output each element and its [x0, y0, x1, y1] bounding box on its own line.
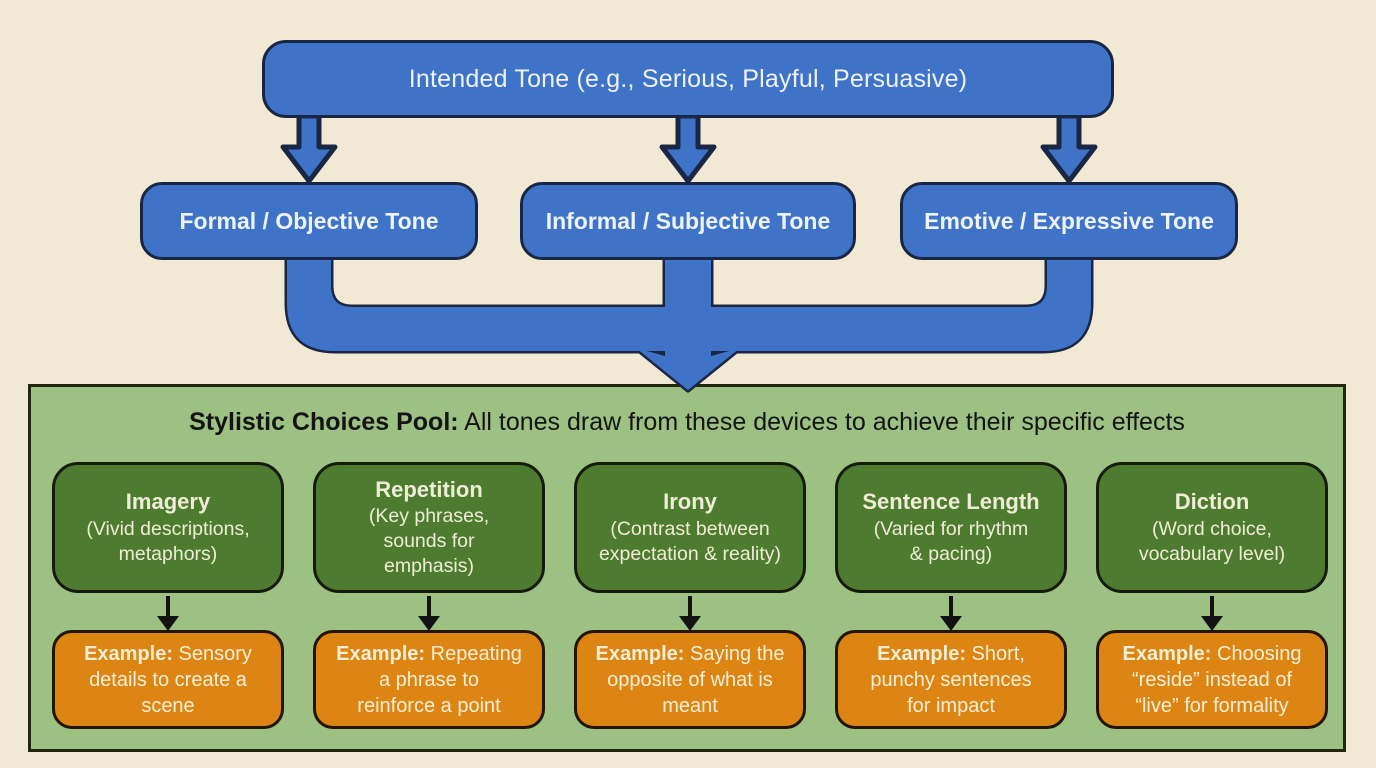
informal-tone-label: Informal / Subjective Tone: [545, 207, 831, 234]
intended-tone-box: Intended Tone (e.g., Serious, Playful, P…: [262, 40, 1114, 118]
example-label: Example:: [1122, 642, 1212, 665]
pool-heading-bold: Stylistic Choices Pool:: [189, 408, 459, 436]
arrow-repetition-example: [418, 596, 440, 631]
device-name: Diction: [1174, 489, 1250, 515]
example-box-repetition: Example: Repeating a phrase to reinforce…: [313, 630, 545, 729]
arrow-imagery-example: [157, 596, 179, 631]
formal-tone-box: Formal / Objective Tone: [140, 182, 478, 260]
example-box-imagery: Example: Sensory details to create a sce…: [52, 630, 284, 729]
device-detail: (Contrast between expectation & reality): [598, 517, 782, 565]
arrow-top-to-formal: [280, 113, 338, 184]
arrow-irony-example: [679, 596, 701, 631]
example-text: Repeating a phrase to reinforce a point: [357, 642, 522, 717]
device-box-diction: Diction (Word choice, vocabulary level): [1096, 462, 1328, 593]
arrow-sentence-length-example: [940, 596, 962, 631]
example-text: Saying the opposite of what is meant: [607, 642, 785, 717]
arrow-top-to-emotive: [1040, 113, 1098, 184]
emotive-tone-label: Emotive / Expressive Tone: [924, 207, 1214, 234]
device-box-imagery: Imagery (Vivid descriptions, metaphors): [52, 462, 284, 593]
device-name: Imagery: [125, 489, 211, 515]
pool-heading-rest: All tones draw from these devices to ach…: [458, 408, 1185, 436]
example-text: Short, punchy sentences for impact: [870, 642, 1032, 717]
intended-tone-label: Intended Tone (e.g., Serious, Playful, P…: [408, 64, 968, 93]
device-box-repetition: Repetition (Key phrases, sounds for emph…: [313, 462, 545, 593]
device-detail: (Word choice, vocabulary level): [1138, 517, 1286, 565]
example-text: Sensory details to create a scene: [89, 642, 252, 717]
device-name: Repetition: [375, 476, 483, 502]
arrow-top-to-informal: [659, 113, 717, 184]
emotive-tone-box: Emotive / Expressive Tone: [900, 182, 1238, 260]
device-name: Sentence Length: [862, 489, 1040, 515]
example-box-diction: Example: Choosing “reside” instead of “l…: [1096, 630, 1328, 729]
example-label: Example:: [336, 642, 426, 665]
example-label: Example:: [595, 642, 685, 665]
example-text: Choosing “reside” instead of “live” for …: [1131, 642, 1302, 717]
example-label: Example:: [877, 642, 966, 665]
device-detail: (Vivid descriptions, metaphors): [86, 517, 250, 565]
device-name: Irony: [663, 489, 717, 515]
pool-heading: Stylistic Choices Pool: All tones draw f…: [28, 408, 1346, 437]
example-label: Example:: [84, 642, 173, 665]
formal-tone-label: Formal / Objective Tone: [179, 207, 439, 234]
device-detail: (Varied for rhythm & pacing): [873, 517, 1029, 565]
device-detail: (Key phrases, sounds for emphasis): [368, 505, 490, 578]
device-box-irony: Irony (Contrast between expectation & re…: [574, 462, 806, 593]
example-box-sentence-length: Example: Short, punchy sentences for imp…: [835, 630, 1067, 729]
informal-tone-box: Informal / Subjective Tone: [520, 182, 856, 260]
device-box-sentence-length: Sentence Length (Varied for rhythm & pac…: [835, 462, 1067, 593]
example-box-irony: Example: Saying the opposite of what is …: [574, 630, 806, 729]
arrow-diction-example: [1201, 596, 1223, 631]
